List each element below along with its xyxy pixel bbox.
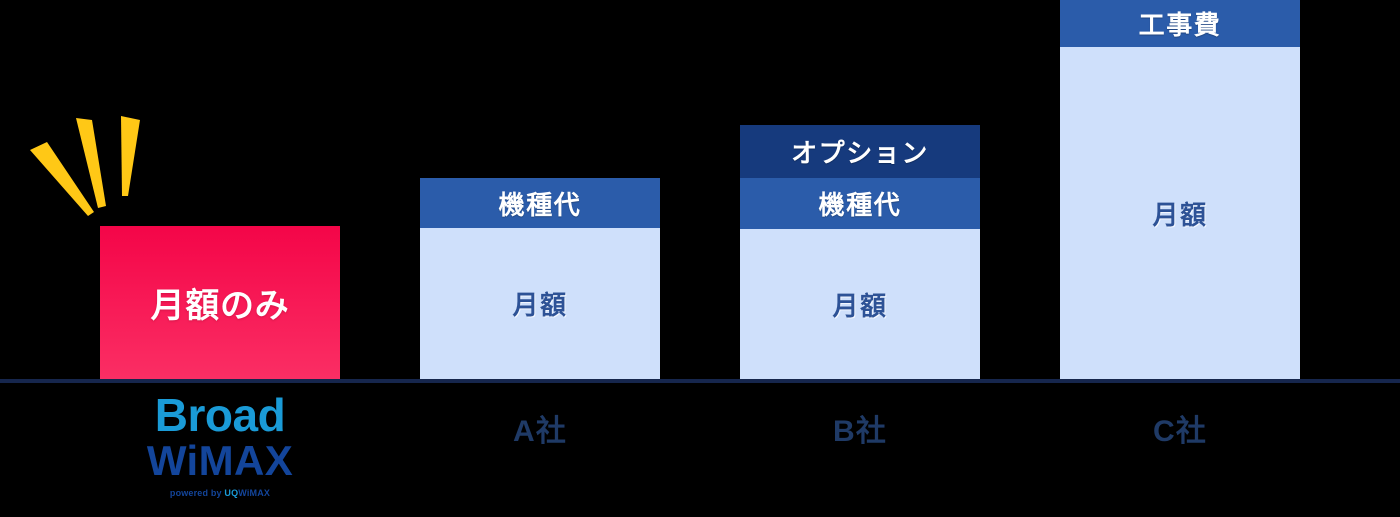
logo-powered-wimax: WiMAX	[238, 488, 271, 498]
bar-segment-construction-fee-c: 工事費	[1060, 0, 1300, 47]
bar-segment-label-device-fee-b: 機種代	[818, 190, 902, 220]
bar-segment-label-device-fee-a: 機種代	[498, 189, 582, 220]
logo-powered-prefix: powered by	[169, 488, 222, 498]
category-label-b-sha: B社	[832, 415, 888, 448]
sparkle-rays-icon	[18, 108, 158, 220]
broad-wimax-logo: Broad WiMAX powered by UQWiMAX	[100, 392, 340, 498]
bar-segment-monthly-only: 月額のみ	[100, 226, 340, 379]
bar-segment-label-monthly-b: 月額	[832, 290, 888, 321]
bar-column-broad-wimax: 月額のみ	[100, 0, 340, 379]
logo-text-wimax: WiMAX	[146, 437, 294, 484]
logo-text-broad: Broad	[154, 389, 286, 441]
bar-segment-label-monthly-c: 月額	[1152, 199, 1208, 230]
bar-segment-label-monthly-a: 月額	[512, 290, 568, 320]
category-label-c-sha: C社	[1152, 415, 1208, 448]
axis-baseline	[0, 379, 1400, 383]
bar-segment-device-fee-b: 機種代	[740, 178, 980, 229]
bar-column-a-sha: 機種代 月額	[420, 0, 660, 379]
logo-powered-uq: UQ	[224, 488, 239, 498]
bar-segment-monthly-b: 月額	[740, 229, 980, 379]
bar-c-sha: 工事費 月額	[1060, 0, 1300, 379]
bar-segment-monthly-c: 月額	[1060, 47, 1300, 379]
bar-segment-device-fee-a: 機種代	[420, 178, 660, 228]
bar-segment-monthly-a: 月額	[420, 228, 660, 379]
bar-segment-label-option-b: オプション	[791, 138, 929, 168]
bar-broad-wimax: 月額のみ	[100, 226, 340, 379]
bar-a-sha: 機種代 月額	[420, 178, 660, 379]
bar-segment-option-b: オプション	[740, 125, 980, 178]
bar-column-b-sha: オプション 機種代 月額	[740, 0, 980, 379]
logo-powered-by: powered by UQWiMAX	[100, 489, 340, 498]
bar-column-c-sha: 工事費 月額	[1060, 0, 1300, 379]
bar-segment-label-monthly-only: 月額のみ	[150, 287, 290, 325]
bar-segment-label-construction-fee-c: 工事費	[1138, 10, 1222, 40]
category-label-a-sha: A社	[512, 415, 568, 448]
bar-b-sha: オプション 機種代 月額	[740, 125, 980, 379]
